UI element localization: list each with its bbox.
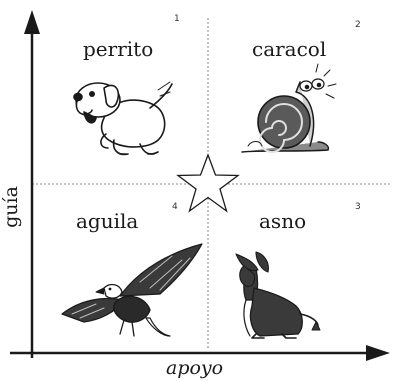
quadrant-4-title: aguila — [76, 209, 139, 233]
star-icon — [176, 153, 240, 213]
quadrant-2-title: caracol — [252, 37, 327, 61]
eagle-illustration — [61, 243, 203, 337]
x-axis-label: apoyo — [166, 357, 224, 379]
quadrant-3-title: asno — [259, 209, 307, 233]
quadrant-4-number: 4 — [172, 202, 178, 212]
x-axis-arrow-icon — [366, 345, 390, 361]
quadrant-1-title: perrito — [83, 37, 154, 61]
puppy-illustration — [73, 81, 173, 156]
snail-illustration — [241, 63, 337, 153]
x-axis — [10, 345, 390, 361]
y-axis-arrow-icon — [24, 10, 40, 34]
y-axis — [24, 10, 40, 358]
y-axis-label: guía — [0, 186, 22, 228]
donkey-illustration — [235, 251, 321, 339]
quadrant-3-number: 3 — [355, 202, 361, 212]
quadrant-2-number: 2 — [355, 20, 361, 30]
quadrant-1-number: 1 — [174, 14, 180, 24]
